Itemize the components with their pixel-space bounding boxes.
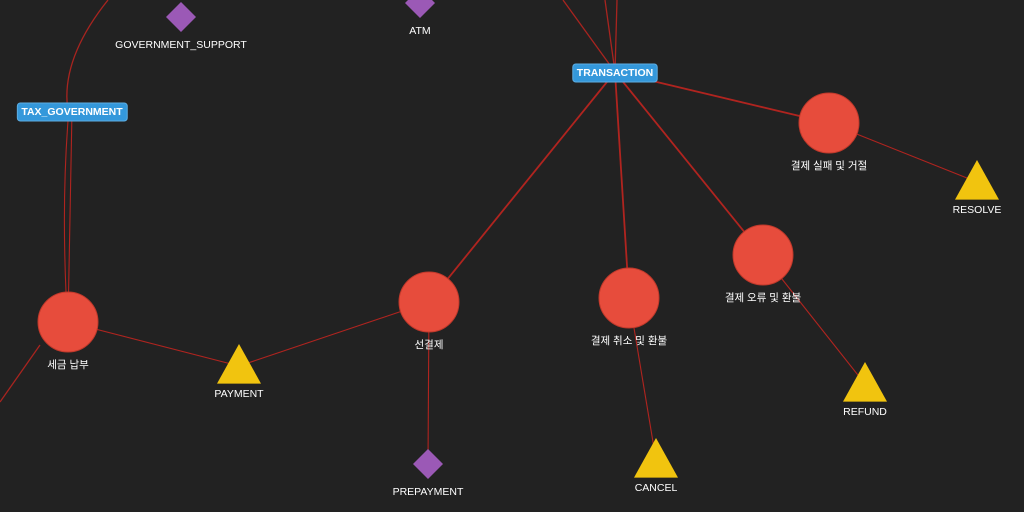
edge-offscreen-4 <box>0 344 41 403</box>
node-pay-error[interactable]: 결제 오류 및 환불 <box>725 224 802 304</box>
edge-tax_payment-tax_gov <box>67 110 73 323</box>
node-label: REFUND <box>843 406 887 418</box>
node-pay-fail[interactable]: 결제 실패 및 거절 <box>791 92 867 172</box>
node-label: 결제 취소 및 환불 <box>591 335 668 347</box>
node-label: RESOLVE <box>953 204 1002 216</box>
triangle-node-shape <box>217 344 261 384</box>
edge-transaction-prepay_kr <box>428 71 616 303</box>
triangle-node-shape <box>955 160 999 200</box>
node-label: 선결제 <box>415 339 444 351</box>
circle-node-shape <box>598 267 660 329</box>
node-resolve[interactable]: RESOLVE <box>953 160 1002 216</box>
node-pay-cancel[interactable]: 결제 취소 및 환불 <box>591 267 668 347</box>
circle-node-shape <box>398 271 460 333</box>
node-label: ATM <box>409 25 430 37</box>
node-tax-gov[interactable]: TAX_GOVERNMENT <box>16 102 128 122</box>
circle-node-shape <box>37 291 99 353</box>
node-tax-payment[interactable]: 세금 납부 <box>37 291 99 371</box>
node-prepayment[interactable]: PREPAYMENT <box>393 449 464 498</box>
diamond-node-shape <box>405 0 435 18</box>
circle-node-shape <box>798 92 860 154</box>
node-prepay-kr[interactable]: 선결제 <box>398 271 460 351</box>
edge-transaction-pay_cancel <box>614 71 630 299</box>
node-atm[interactable]: ATM <box>405 0 435 37</box>
node-label: 결제 실패 및 거절 <box>791 159 867 172</box>
node-cancel[interactable]: CANCEL <box>634 438 678 494</box>
triangle-node-shape <box>634 438 678 478</box>
edges-layer <box>0 0 978 465</box>
node-label: 결제 오류 및 환불 <box>725 292 802 304</box>
node-label: 세금 납부 <box>47 359 89 371</box>
edge-offscreen-3 <box>614 0 618 73</box>
diamond-node-shape <box>166 2 196 32</box>
tag-node-shape <box>572 63 658 83</box>
edge-offscreen-1 <box>562 0 616 73</box>
node-label: CANCEL <box>635 482 678 494</box>
triangle-node-shape <box>843 362 887 402</box>
circle-node-shape <box>732 224 794 286</box>
diamond-node-shape <box>413 449 443 479</box>
tag-node-shape <box>16 102 128 122</box>
node-label: TRANSACTION <box>577 67 653 79</box>
node-label: PREPAYMENT <box>393 486 464 498</box>
node-transaction[interactable]: TRANSACTION <box>572 63 658 83</box>
edge-offscreen-2 <box>604 0 616 73</box>
edge-transaction-pay_error <box>614 71 764 256</box>
node-label: PAYMENT <box>214 388 264 400</box>
node-payment[interactable]: PAYMENT <box>214 344 264 400</box>
edge-tax-curve <box>63 120 69 293</box>
edge-prepay_kr-payment <box>238 301 430 367</box>
node-refund[interactable]: REFUND <box>843 362 887 418</box>
nodes-layer: TRANSACTION TAX_GOVERNMENT GOVERNMENT_SUPP… <box>16 0 1002 498</box>
node-label: TAX_GOVERNMENT <box>21 106 123 118</box>
node-gov-support[interactable]: GOVERNMENT_SUPPORT <box>115 2 247 51</box>
node-label: GOVERNMENT_SUPPORT <box>115 39 247 51</box>
edge-offscreen-0 <box>66 0 109 112</box>
